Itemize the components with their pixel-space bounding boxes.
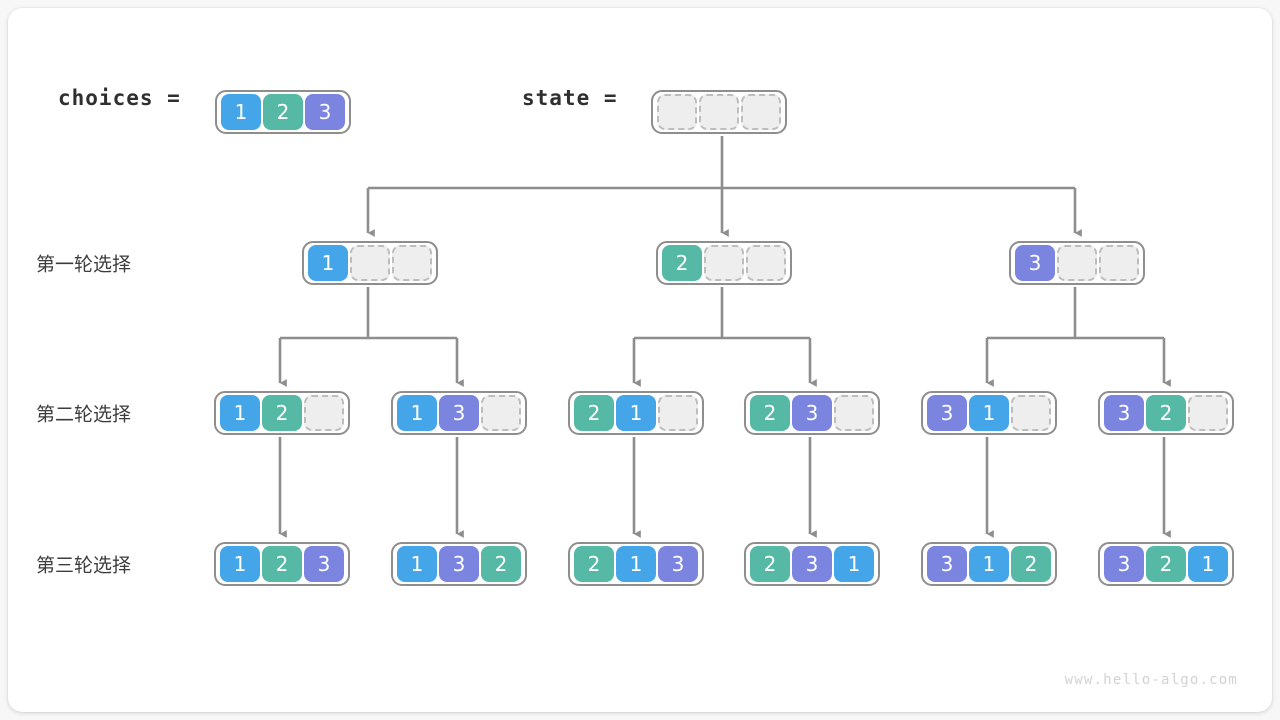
level3-node-1-cell-0: 1 xyxy=(397,546,437,582)
level2-node-5-cell-2 xyxy=(1188,395,1228,431)
level2-node-0-cell-1: 2 xyxy=(262,395,302,431)
choices-cell-0: 1 xyxy=(221,94,261,130)
level3-node-3-cell-0: 2 xyxy=(750,546,790,582)
level1-node-1-cell-2 xyxy=(746,245,786,281)
level1-node-2-cell-0: 3 xyxy=(1015,245,1055,281)
state-cell-2 xyxy=(741,94,781,130)
level2-node-0-cell-2 xyxy=(304,395,344,431)
level2-node-1-cell-0: 1 xyxy=(397,395,437,431)
level3-node-4-cell-0: 3 xyxy=(927,546,967,582)
level2-node-2-cell-2 xyxy=(658,395,698,431)
level3-node-3-cell-1: 3 xyxy=(792,546,832,582)
state-cell-0 xyxy=(657,94,697,130)
level1-node-1-cell-0: 2 xyxy=(662,245,702,281)
level3-node-5-cell-0: 3 xyxy=(1104,546,1144,582)
level1-node-2-cell-2 xyxy=(1099,245,1139,281)
level3-node-0-cell-2: 3 xyxy=(304,546,344,582)
level3-node-4-cell-2: 2 xyxy=(1011,546,1051,582)
level3-node-2-cell-0: 2 xyxy=(574,546,614,582)
level3-node-0-cell-1: 2 xyxy=(262,546,302,582)
row-label-round-2: 第二轮选择 xyxy=(36,403,132,426)
level2-node-2-cell-1: 1 xyxy=(616,395,656,431)
level2-node-3-cell-0: 2 xyxy=(750,395,790,431)
level3-node-4-cell-1: 1 xyxy=(969,546,1009,582)
level3-node-2-cell-1: 1 xyxy=(616,546,656,582)
level2-node-1-cell-1: 3 xyxy=(439,395,479,431)
level2-node-4-cell-2 xyxy=(1011,395,1051,431)
level1-node-1-cell-1 xyxy=(704,245,744,281)
level2-node-0-cell-0: 1 xyxy=(220,395,260,431)
state-cell-1 xyxy=(699,94,739,130)
level2-node-2-cell-0: 2 xyxy=(574,395,614,431)
level2-node-5-cell-0: 3 xyxy=(1104,395,1144,431)
level3-node-1-cell-1: 3 xyxy=(439,546,479,582)
watermark: www.hello-algo.com xyxy=(1064,672,1238,688)
level1-node-0-cell-2 xyxy=(392,245,432,281)
state-array xyxy=(651,90,787,134)
level1-node-2: 3 xyxy=(1009,241,1145,285)
level2-node-3-cell-1: 3 xyxy=(792,395,832,431)
level1-node-0-cell-0: 1 xyxy=(308,245,348,281)
level2-node-4-cell-1: 1 xyxy=(969,395,1009,431)
row-label-round-3: 第三轮选择 xyxy=(36,554,132,577)
row-label-round-1: 第一轮选择 xyxy=(36,253,132,276)
level3-node-3-cell-2: 1 xyxy=(834,546,874,582)
level2-node-3-cell-2 xyxy=(834,395,874,431)
choices-cell-2: 3 xyxy=(305,94,345,130)
level2-node-1-cell-2 xyxy=(481,395,521,431)
level1-node-2-cell-1 xyxy=(1057,245,1097,281)
level2-node-5-cell-1: 2 xyxy=(1146,395,1186,431)
level1-node-0-cell-1 xyxy=(350,245,390,281)
level3-node-5-cell-1: 2 xyxy=(1146,546,1186,582)
choices-cell-1: 2 xyxy=(263,94,303,130)
level3-node-0-cell-0: 1 xyxy=(220,546,260,582)
level3-node-1-cell-2: 2 xyxy=(481,546,521,582)
level1-node-0: 1 xyxy=(302,241,438,285)
choices-label: choices = xyxy=(58,86,181,110)
level3-node-5-cell-2: 1 xyxy=(1188,546,1228,582)
level2-node-4-cell-0: 3 xyxy=(927,395,967,431)
state-label: state = xyxy=(522,86,618,110)
level3-node-2-cell-2: 3 xyxy=(658,546,698,582)
level1-node-1: 2 xyxy=(656,241,792,285)
